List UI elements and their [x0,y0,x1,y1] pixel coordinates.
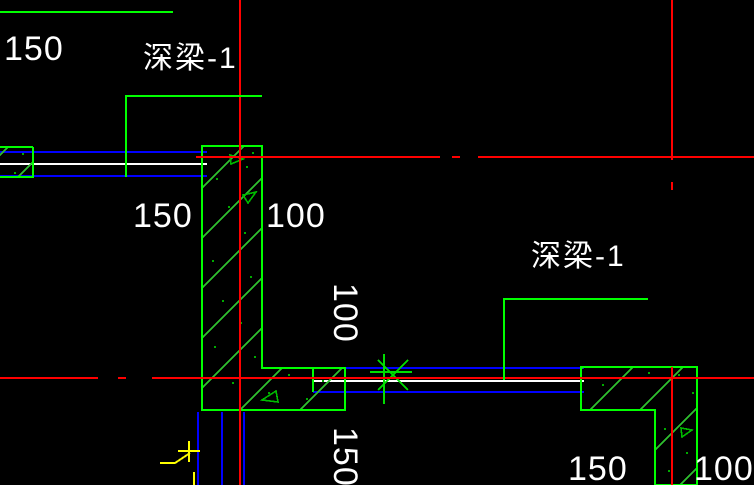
reference-lines-white [0,163,584,382]
wall-speckles-right [602,372,694,472]
wall-stub-far-left[interactable] [0,115,60,235]
wall-hatch-stub [0,147,33,177]
leader-lines [0,11,648,380]
triangle-markers-right [680,427,695,439]
wall-speckles-left [212,152,324,400]
wall-outline-stub [0,147,34,178]
wall-outline-left [201,145,346,411]
wall-outline-right [580,366,698,485]
section-marker-yellow[interactable] [160,441,200,485]
reference-lines-blue [0,151,584,485]
deep-beam-wall-right[interactable] [520,250,754,485]
leader-right [503,298,648,380]
leader-left [125,95,262,177]
